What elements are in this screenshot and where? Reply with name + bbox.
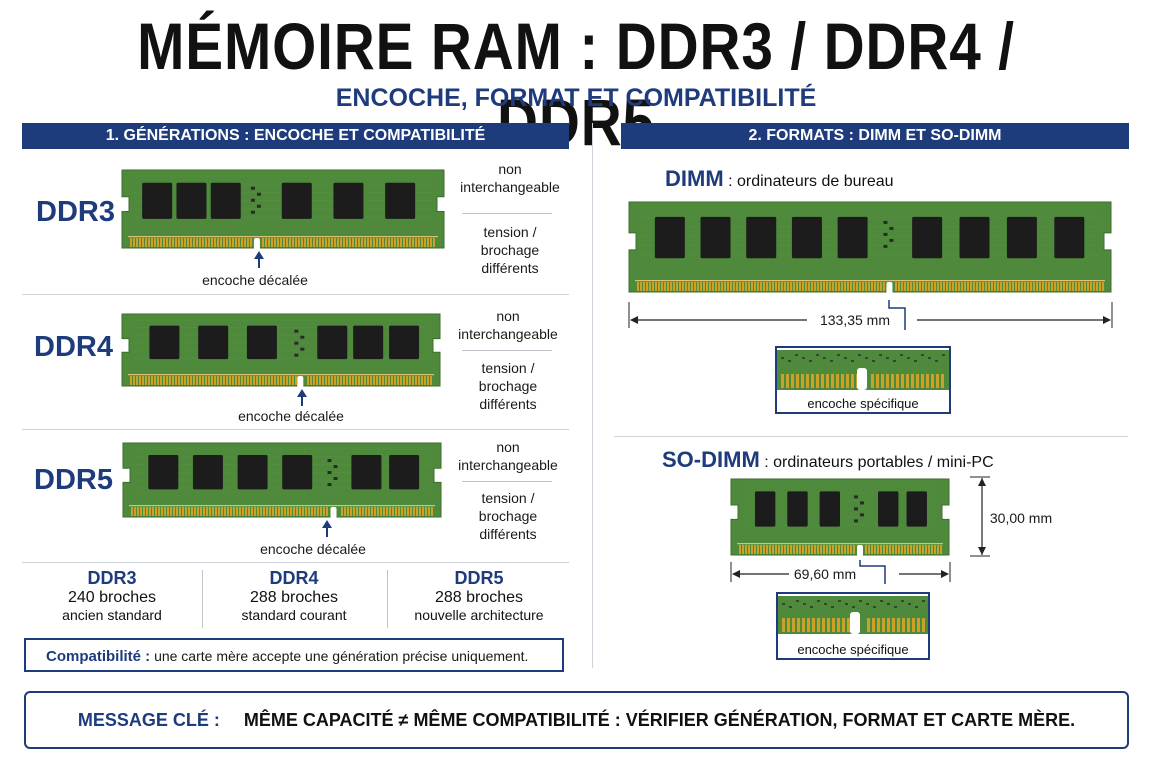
- key-message-label: MESSAGE CLÉ :: [77, 709, 220, 730]
- notch-arrow-stem-ddr4: [301, 396, 303, 406]
- section2-header: 2. FORMATS : DIMM ET SO-DIMM: [621, 123, 1129, 149]
- spec-ddr4: DDR4 288 broches standard courant: [241, 568, 347, 623]
- sodimm-height-dimension: [970, 476, 990, 557]
- notch-caption-ddr4: encoche décalée: [238, 408, 344, 424]
- compatibility-note: Compatibilité : une carte mère accepte u…: [24, 638, 564, 672]
- dimm-length-dimension: [628, 300, 1113, 330]
- sodimm-desc: : ordinateurs portables / mini-PC: [764, 454, 994, 471]
- sodimm-length-label: 69,60 mm: [793, 566, 857, 582]
- notch-caption-ddr3: encoche décalée: [202, 272, 308, 288]
- dimm-heading: DIMM : ordinateurs de bureau: [665, 166, 894, 192]
- page-subtitle: ENCOCHE, FORMAT ET COMPATIBILITÉ: [335, 84, 817, 112]
- dimm-zoom-caption: encoche spécifique: [807, 396, 919, 411]
- sodimm-notch-zoom: encoche spécifique: [776, 592, 930, 660]
- dimm-length-label: 133,35 mm: [819, 312, 891, 328]
- spec-separator: [387, 570, 388, 628]
- sodimm-length-dimension: [730, 560, 951, 584]
- note-separator: [462, 350, 552, 351]
- sodimm-heading: SO-DIMM : ordinateurs portables / mini-P…: [662, 447, 994, 473]
- notch-arrow-ddr5: [322, 520, 332, 528]
- key-message-text: MÊME CAPACITÉ ≠ MÊME COMPATIBILITÉ : VÉR…: [243, 709, 1076, 730]
- notch-arrow-stem-ddr3: [258, 258, 260, 268]
- notch-arrow-ddr3: [254, 251, 264, 259]
- notch-arrow-stem-ddr5: [326, 527, 328, 537]
- section1-header: 1. GÉNÉRATIONS : ENCOCHE ET COMPATIBILIT…: [22, 123, 569, 149]
- row-divider: [22, 562, 569, 563]
- notch-caption-ddr5: encoche décalée: [260, 541, 366, 557]
- sodimm-zoom-caption: encoche spécifique: [797, 642, 909, 657]
- dimm-name: DIMM: [665, 166, 724, 191]
- compatibility-text: une carte mère accepte une génération pr…: [154, 648, 529, 664]
- ram-stick-ddr5: [122, 442, 442, 519]
- sodimm-stick: [730, 478, 950, 557]
- dimm-notch-closeup: [777, 350, 949, 390]
- column-divider: [592, 123, 593, 668]
- sodimm-name: SO-DIMM: [662, 447, 760, 472]
- gen-label-ddr5: DDR5: [34, 464, 113, 496]
- row-divider: [22, 294, 569, 295]
- format-divider: [614, 436, 1128, 437]
- dimm-notch-zoom: encoche spécifique: [775, 346, 951, 414]
- spec-ddr3: DDR3 240 broches ancien standard: [62, 568, 162, 623]
- dimm-stick: [628, 201, 1112, 294]
- notch-arrow-ddr4: [297, 389, 307, 397]
- ram-stick-ddr3: [121, 169, 445, 250]
- note-separator: [462, 481, 552, 482]
- key-message-box: MESSAGE CLÉ : MÊME CAPACITÉ ≠ MÊME COMPA…: [24, 691, 1129, 749]
- gen-label-ddr4: DDR4: [34, 331, 113, 363]
- compatibility-label: Compatibilité :: [46, 648, 151, 665]
- spec-ddr5: DDR5 288 broches nouvelle architecture: [414, 568, 544, 623]
- note-separator: [462, 213, 552, 214]
- row-divider: [22, 429, 569, 430]
- dimm-desc: : ordinateurs de bureau: [728, 173, 894, 190]
- page-title: MÉMOIRE RAM : DDR3 / DDR4 / DDR5: [137, 9, 1015, 159]
- spec-separator: [202, 570, 203, 628]
- sodimm-height-label: 30,00 mm: [989, 510, 1053, 526]
- sodimm-notch-closeup: [778, 596, 928, 634]
- gen-label-ddr3: DDR3: [36, 196, 115, 228]
- ram-stick-ddr4: [121, 313, 441, 388]
